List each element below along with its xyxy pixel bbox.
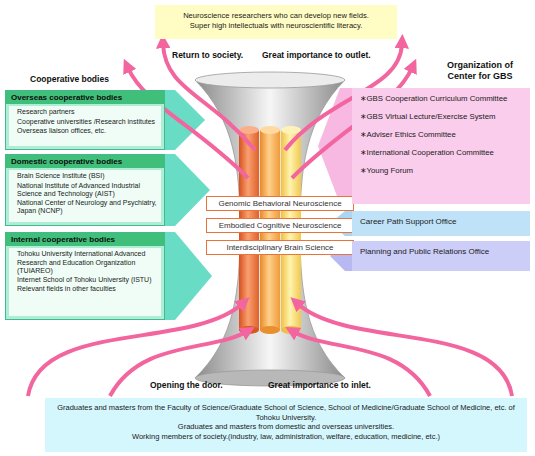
member-item: National Institute of Advanced Industria… [17, 182, 157, 199]
flow-label: Opening the door. [150, 380, 223, 391]
column-heading: Cooperative bodies [30, 74, 109, 85]
cooperation-chevron [5, 232, 212, 320]
field-name: Genomic Behavioral Neuroscience [207, 197, 353, 210]
member-list: Research partnersCooperative universitie… [9, 106, 161, 146]
group-box: Internal cooperative bodiesTohoku Univer… [5, 232, 165, 320]
field-name: Interdisciplinary Brain Science [207, 241, 353, 254]
group-heading: Domestic cooperative bodies [6, 155, 164, 168]
member-list: Tohoku University International Advanced… [9, 248, 161, 316]
member-list: Brain Science Institute (BSI) National In… [9, 170, 161, 222]
office-box: Career Path Support Office [352, 211, 530, 236]
organization-chevron [330, 241, 530, 271]
member-item: Research partners [17, 108, 157, 116]
committee-item: ∗GBS Virtual Lecture/Exercise System [360, 112, 524, 121]
field-box: Embodied Cognitive Neuroscience [206, 218, 354, 233]
intake-text: Graduates and masters from the Faculty o… [53, 403, 519, 422]
field-box: Genomic Behavioral Neuroscience [206, 196, 354, 211]
committee-item: ∗Adviser Ethics Committee [360, 130, 524, 139]
flow-label: Great importance to outlet. [262, 50, 371, 61]
committee-item: ∗GBS Cooperation Curriculum Committee [360, 94, 524, 103]
group-box: Domestic cooperative bodiesBrain Science… [5, 154, 165, 226]
committee-item: ∗Young Forum [360, 166, 524, 175]
flow-arrow [163, 44, 255, 150]
outcome-text: Super high intellectuals with neuroscien… [159, 21, 393, 31]
member-item: Relevant fields in other faculties [17, 285, 157, 293]
intake-text: Graduates and masters from domestic and … [53, 422, 519, 432]
office-name: Career Path Support Office [360, 217, 522, 227]
group-heading: Internal cooperative bodies [6, 233, 164, 246]
hourglass-top [195, 72, 345, 88]
office-box: Planning and Public Relations Office [352, 241, 530, 271]
outcome-box: Neuroscience researchers who can develop… [155, 5, 397, 39]
member-item: Cooperative universities /Research insti… [17, 118, 157, 126]
group-heading: Overseas cooperative bodies [6, 91, 164, 104]
organization-chevron [318, 88, 530, 204]
member-item: Brain Science Institute (BSI) [17, 172, 157, 180]
intake-box: Graduates and masters from the Faculty o… [45, 398, 527, 452]
cylinder-top [281, 126, 301, 134]
member-item: National Center of Neurology and Psychia… [17, 199, 157, 216]
flow-label: Great importance to inlet. [268, 380, 371, 391]
member-item: Overseas liaison offices, etc. [17, 127, 157, 135]
committee-item: ∗International Cooperation Committee [360, 148, 524, 157]
outcome-text: Neuroscience researchers who can develop… [159, 11, 393, 21]
flow-arrow [110, 332, 246, 396]
field-box: Interdisciplinary Brain Science [206, 240, 354, 255]
cooperation-chevron [5, 154, 210, 226]
flow-label: Return to society. [172, 50, 243, 61]
group-box: Overseas cooperative bodiesResearch part… [5, 90, 165, 150]
organization-chevron [330, 211, 530, 236]
office-name: Planning and Public Relations Office [360, 247, 522, 257]
intake-text: Working members of society.(industry, la… [53, 432, 519, 442]
cylinder-top [260, 126, 280, 134]
member-item: Internet School of Tohoku University (IS… [17, 276, 157, 284]
cylinder-base [260, 326, 280, 334]
committee-box: ∗GBS Cooperation Curriculum Committee ∗GB… [352, 88, 530, 204]
member-item: Tohoku University International Advanced… [17, 250, 157, 275]
field-name: Embodied Cognitive Neuroscience [207, 219, 353, 232]
cooperation-chevron [5, 90, 205, 150]
column-heading: Organization of Center for GBS [432, 60, 528, 81]
